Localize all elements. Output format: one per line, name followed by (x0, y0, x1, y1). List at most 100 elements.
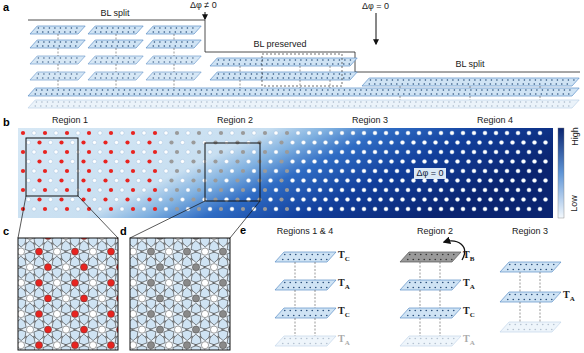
stacking-site (65, 169, 69, 173)
atom-dot (355, 101, 357, 103)
atom-dot (480, 79, 482, 81)
atom-dot (289, 338, 291, 340)
zoom-border (130, 238, 230, 350)
layer-plate (146, 40, 201, 48)
atom-dot (518, 329, 520, 331)
stacking-site (59, 159, 63, 163)
atom-dot (412, 315, 414, 317)
atom-dot (151, 101, 153, 103)
region-label: Region 4 (477, 115, 513, 126)
atom-dot (181, 57, 183, 59)
atom-dot (249, 105, 251, 107)
stacking-site (428, 188, 432, 192)
stacking-site (389, 197, 393, 201)
stacking-site (428, 131, 432, 135)
stacking-site (165, 342, 172, 349)
stacking-site (274, 150, 278, 154)
stacking-site (53, 279, 60, 286)
atom-dot (430, 79, 432, 81)
atom-dot (245, 73, 247, 75)
stacking-site (18, 279, 25, 286)
atom-dot (195, 89, 197, 91)
stacking-site (125, 178, 129, 182)
stacking-site (384, 169, 388, 173)
atom-dot (133, 77, 135, 79)
stacking-site (71, 310, 78, 317)
stacking-site (71, 342, 78, 349)
zoom-leader (78, 196, 118, 238)
atom-dot (300, 101, 302, 103)
zoom-frame (205, 143, 260, 201)
atom-dot (503, 101, 505, 103)
stacking-site (230, 169, 234, 173)
atom-dot (387, 105, 389, 107)
atom-dot (542, 324, 544, 326)
atom-dot (326, 259, 328, 261)
atom-dot (70, 45, 72, 47)
atom-dot (381, 93, 383, 95)
stacking-site (92, 159, 96, 163)
stacking-site (285, 131, 289, 135)
stacking-site (62, 326, 69, 333)
stacking-site (329, 207, 333, 211)
atom-dot (469, 93, 471, 95)
stacking-site (65, 188, 69, 192)
atom-dot (514, 101, 516, 103)
atom-dot (156, 93, 158, 95)
stacking-site (422, 159, 426, 163)
stacking-site (142, 150, 146, 154)
stacking-site (340, 169, 344, 173)
atom-dot (255, 77, 257, 79)
atom-dot (415, 89, 417, 91)
stacking-site (21, 150, 25, 154)
stacking-site (433, 178, 437, 182)
layer-plate (88, 40, 143, 48)
stacking-site (153, 150, 157, 154)
atom-dot (545, 299, 547, 301)
atom-dot (343, 77, 345, 79)
stacking-site (89, 342, 96, 349)
layer-plate (88, 56, 143, 64)
atom-dot (388, 89, 390, 91)
atom-dot (63, 101, 65, 103)
atom-dot (64, 77, 66, 79)
atom-dot (255, 63, 257, 65)
stacking-site (169, 159, 173, 163)
atom-dot (469, 105, 471, 107)
atom-dot (38, 57, 40, 59)
atom-dot (328, 282, 330, 284)
stacking-site (301, 197, 305, 201)
atom-dot (541, 93, 543, 95)
stacking-site (307, 150, 311, 154)
atom-dot (79, 105, 81, 107)
graphene-layer (28, 88, 579, 96)
atom-dot (271, 105, 273, 107)
atom-dot (245, 59, 247, 61)
graphene-layer (146, 40, 201, 48)
atom-dot (134, 105, 136, 107)
graphene-layer (146, 56, 201, 64)
atom-dot (153, 45, 155, 47)
atom-dot (305, 101, 307, 103)
atom-dot (106, 31, 108, 33)
stacking-site (450, 207, 454, 211)
stacking-site (411, 197, 415, 201)
atom-dot (392, 105, 394, 107)
atom-dot (128, 61, 130, 63)
stacking-site (208, 188, 212, 192)
atom-dot (282, 105, 284, 107)
stacking-site (98, 264, 105, 271)
stacking-site (461, 188, 465, 192)
atom-dot (415, 101, 417, 103)
zoom-ground (130, 238, 230, 350)
atom-dot (129, 89, 131, 91)
atom-dot (228, 89, 230, 91)
atom-dot (413, 83, 415, 85)
stacking-site (156, 264, 163, 271)
stacking-site (340, 150, 344, 154)
stacking-site (285, 207, 289, 211)
atom-dot (451, 315, 453, 317)
stacking-site (59, 178, 63, 182)
atom-dot (315, 315, 317, 317)
stacking-site (158, 178, 162, 182)
